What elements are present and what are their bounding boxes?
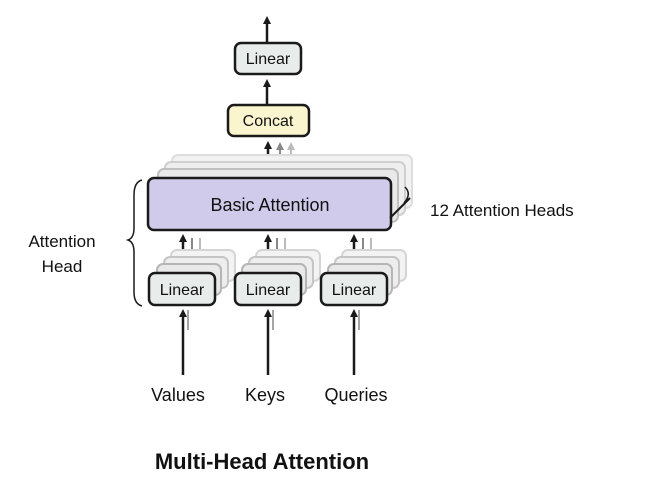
linear-queries-block: Linear (319, 271, 389, 307)
attention-head-brace (125, 179, 143, 307)
top-linear-label: Linear (246, 51, 291, 68)
concat-label: Concat (243, 113, 294, 130)
basic-attention-label: Basic Attention (210, 195, 329, 215)
linear-values-label: Linear (160, 282, 205, 299)
diagram-title: Multi-Head Attention (155, 449, 369, 474)
heads-count-stroke (389, 197, 411, 219)
keys-input-label: Keys (245, 385, 285, 405)
linear-values-block: Linear (147, 271, 217, 307)
queries-input-label: Queries (324, 385, 387, 405)
heads-count-curve (403, 186, 409, 204)
basic-attention-block: Basic Attention (146, 176, 393, 232)
attention-head-label-line2: Head (42, 257, 83, 276)
heads-count-label: 12 Attention Heads (430, 201, 574, 220)
top-linear-block: Linear (233, 41, 303, 76)
concat-block: Concat (226, 103, 311, 138)
linear-keys-label: Linear (246, 282, 291, 299)
input-arrows (179, 309, 360, 375)
linear-keys-block: Linear (233, 271, 303, 307)
linear-queries-label: Linear (332, 282, 377, 299)
attention-head-label-line1: Attention (28, 232, 95, 251)
values-input-label: Values (151, 385, 205, 405)
